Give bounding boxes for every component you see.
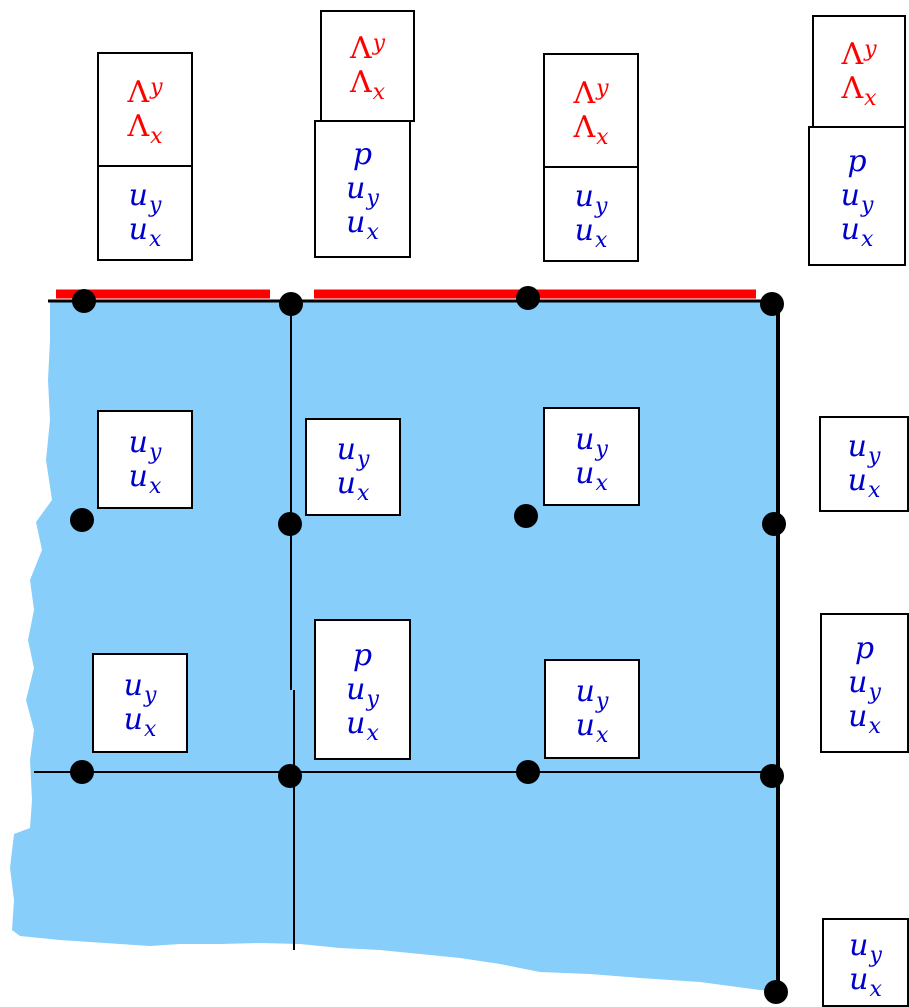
u-y-label: uy (848, 665, 881, 706)
u-x-label: ux (123, 702, 157, 743)
u-x-label: ux (847, 463, 881, 504)
node (72, 289, 96, 313)
node (762, 512, 786, 536)
p-label: p (847, 144, 867, 179)
node (764, 980, 788, 1004)
node (70, 508, 94, 532)
u-x-label: ux (346, 205, 379, 246)
u-y-label: uy (336, 432, 370, 473)
u-y-label: uy (574, 179, 608, 220)
node (514, 504, 538, 528)
u-x-label: ux (849, 961, 882, 1002)
displacement-box: uy ux (97, 165, 193, 261)
u-y-label: uy (840, 178, 874, 219)
lambda-y-label: Λy (841, 37, 877, 72)
u-x-label: ux (574, 213, 608, 254)
u-y-label: uy (128, 178, 162, 219)
displacement-box: uy ux (543, 166, 639, 262)
node (760, 764, 784, 788)
nodes (70, 286, 788, 1004)
displacement-box: uy ux (92, 653, 188, 753)
displacement-box: uy ux (305, 418, 401, 516)
pressure-displacement-box: p uy ux (820, 613, 909, 753)
multiplier-box: Λy Λx (320, 10, 415, 122)
pressure-displacement-box: p uy ux (314, 619, 411, 760)
displacement-box: uy ux (543, 407, 640, 506)
pressure-displacement-box: p uy ux (808, 126, 906, 266)
pressure-displacement-box: p uy ux (314, 120, 411, 258)
displacement-box: uy ux (819, 416, 909, 512)
u-y-label: uy (849, 927, 882, 968)
u-x-label: ux (575, 455, 608, 496)
u-y-label: uy (346, 171, 379, 212)
multiplier-box: Λy Λx (543, 53, 639, 168)
lambda-x-label: Λx (127, 108, 163, 149)
p-label: p (854, 631, 875, 666)
lambda-x-label: Λx (841, 71, 877, 112)
p-label: p (352, 137, 373, 172)
p-label: p (352, 637, 373, 673)
node (516, 286, 540, 310)
u-y-label: uy (575, 674, 609, 715)
u-x-label: ux (336, 466, 370, 507)
node (70, 760, 94, 784)
node (278, 764, 302, 788)
u-x-label: ux (346, 705, 379, 746)
lambda-y-label: Λy (127, 74, 163, 110)
lambda-y-label: Λy (349, 31, 386, 66)
node (760, 292, 784, 316)
u-y-label: uy (123, 668, 157, 709)
u-y-label: uy (128, 424, 162, 465)
u-x-label: ux (848, 699, 881, 740)
u-y-label: uy (847, 429, 881, 470)
displacement-box: uy ux (97, 410, 193, 509)
u-y-label: uy (346, 671, 379, 712)
lambda-y-label: Λy (573, 75, 609, 111)
u-x-label: ux (575, 708, 609, 749)
displacement-box: uy ux (822, 918, 909, 1007)
lambda-x-label: Λx (573, 109, 609, 150)
node (516, 760, 540, 784)
lambda-x-label: Λx (349, 65, 386, 106)
node (279, 292, 303, 316)
multiplier-box: Λy Λx (97, 52, 193, 167)
displacement-box: uy ux (544, 659, 640, 759)
u-x-label: ux (128, 458, 162, 499)
u-y-label: uy (575, 421, 608, 462)
u-x-label: ux (128, 212, 162, 253)
node (278, 512, 302, 536)
u-x-label: ux (840, 212, 874, 253)
multiplier-box: Λy Λx (812, 15, 906, 129)
